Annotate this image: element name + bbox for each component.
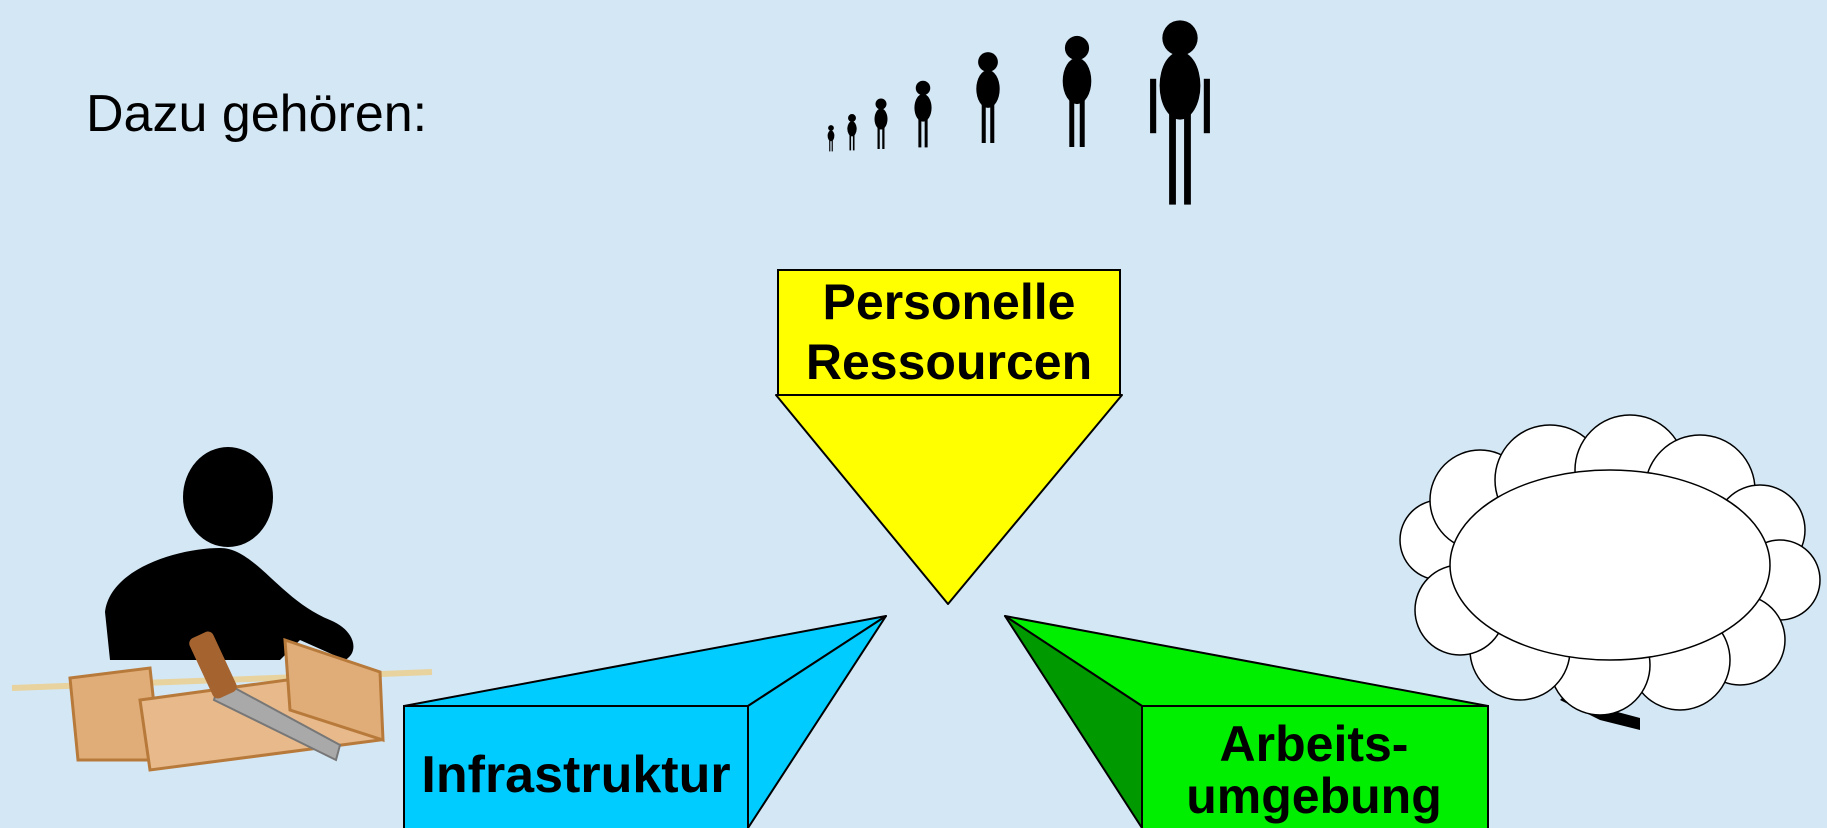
personell-block [775,269,1123,605]
slide-intro-text: Dazu gehören: [86,85,428,143]
carpenter-sawing-icon [11,447,433,772]
walking-figures-icon [827,20,1210,205]
infrastruktur-block [403,615,887,828]
personell-label-line2: Ressourcen [805,333,1093,390]
arbeitsumgebung-label-line2: umgebung [1186,768,1442,824]
arbeitsumgebung-block [1004,615,1489,828]
personell-label: Personelle Ressourcen [778,268,1120,395]
personell-label-line1: Personelle [822,273,1076,330]
arbeitsumgebung-label: Arbeits- umgebung [1140,712,1488,828]
infrastruktur-label: Infrastruktur [421,745,731,804]
figure-in-cloud-icon [1399,414,1821,730]
arbeitsumgebung-label-line1: Arbeits- [1219,715,1409,772]
